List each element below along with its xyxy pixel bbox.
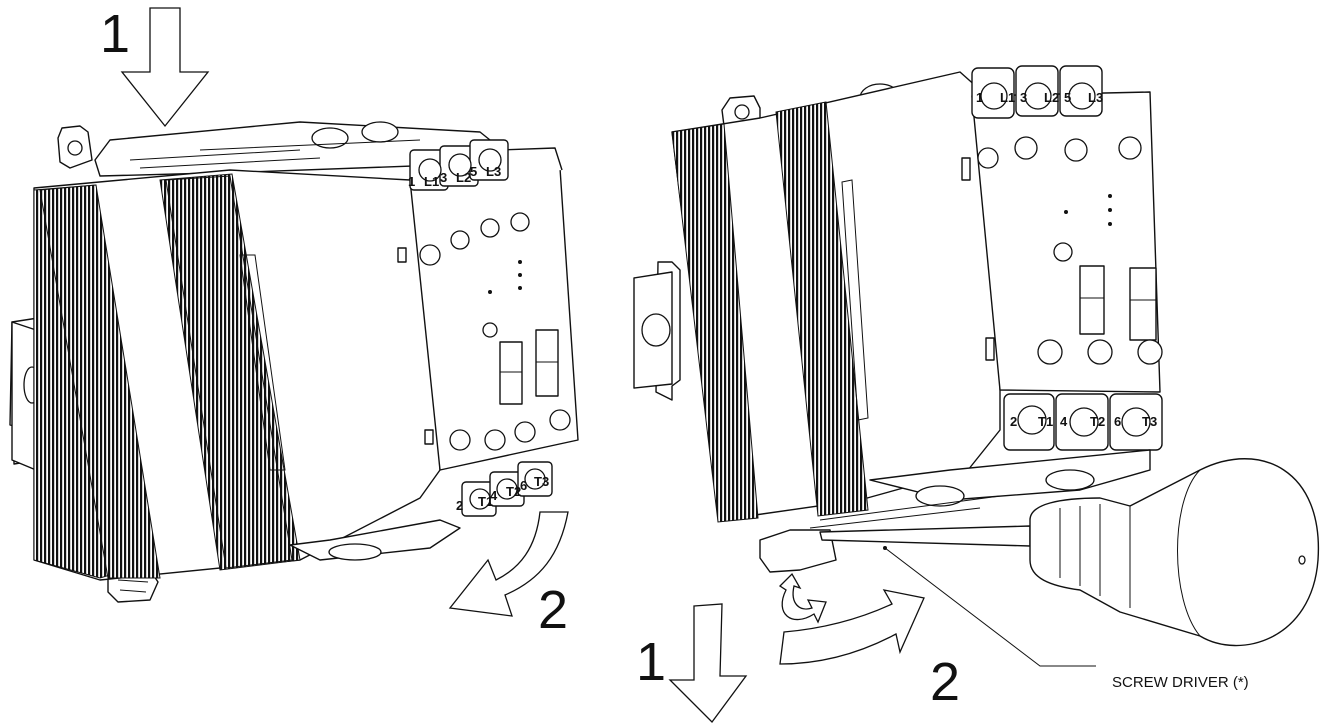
left-term-top-2-lbl: L2: [456, 170, 471, 185]
right-term-top-2-num: 3: [1020, 90, 1027, 105]
right-term-bot-1-lbl: T1: [1038, 414, 1053, 429]
left-step-1-label: 1: [100, 4, 130, 64]
left-term-bot-3-num: 6: [520, 478, 527, 493]
left-arrow-rotate-icon: [448, 511, 569, 617]
right-arrow-down-icon: [668, 603, 748, 723]
left-bottom-terminals: [461, 461, 553, 517]
right-term-bot-2-lbl: T2: [1090, 414, 1105, 429]
right-lamination-stripe-2: [775, 101, 869, 517]
left-term-top-3-lbl: L3: [486, 164, 501, 179]
right-bottom-terminals: [1003, 393, 1163, 451]
right-top-terminals: [971, 65, 1103, 119]
left-term-top-3-num: 5: [470, 164, 477, 179]
screwdriver-handle: [1029, 458, 1320, 647]
right-arrow-rotate-icon: [779, 589, 925, 665]
screwdriver: [819, 458, 1320, 647]
right-term-top-1-lbl: L1: [1000, 90, 1015, 105]
right-term-top-2-lbl: L2: [1044, 90, 1059, 105]
right-term-bot-3-num: 6: [1114, 414, 1121, 429]
right-contactor: 1 L1 3 L2 5 L3 2 T1 4 T2 6 T3: [633, 65, 1163, 573]
right-term-bot-2-num: 4: [1060, 414, 1068, 429]
right-term-bot-1-num: 2: [1010, 414, 1017, 429]
right-step-1-label: 1: [636, 632, 666, 692]
callout-leader: [884, 547, 1096, 667]
screwdriver-shaft: [819, 525, 1031, 547]
left-contactor: 1 L1 3 L2 5 L3 2 T1 4 T2 6 T3: [9, 121, 579, 603]
right-term-top-3-num: 5: [1064, 90, 1071, 105]
right-term-top-1-num: 1: [976, 90, 983, 105]
left-term-bot-3-lbl: T3: [534, 474, 549, 489]
left-term-bot-2-lbl: T2: [506, 484, 521, 499]
left-term-top-2-num: 3: [440, 170, 447, 185]
right-term-top-3-lbl: L3: [1088, 90, 1103, 105]
left-top-terminals: [409, 139, 509, 191]
clip-rotate-arrow-icon: [778, 572, 827, 624]
left-term-top-1-num: 1: [408, 174, 415, 189]
left-step-2-label: 2: [538, 580, 568, 640]
right-lamination-stripe-1: [671, 123, 759, 523]
left-arrow-down-icon: [120, 7, 210, 128]
left-term-top-1-lbl: L1: [424, 174, 439, 189]
right-step-2-label: 2: [930, 652, 960, 712]
right-term-bot-3-lbl: T3: [1142, 414, 1157, 429]
screwdriver-callout-label: SCREW DRIVER (*): [1112, 674, 1249, 691]
left-term-bot-2-num: 4: [490, 488, 498, 503]
right-bottom-clip: [759, 529, 837, 573]
left-term-bot-1-lbl: T1: [478, 494, 493, 509]
left-term-bot-1-num: 2: [456, 498, 463, 513]
